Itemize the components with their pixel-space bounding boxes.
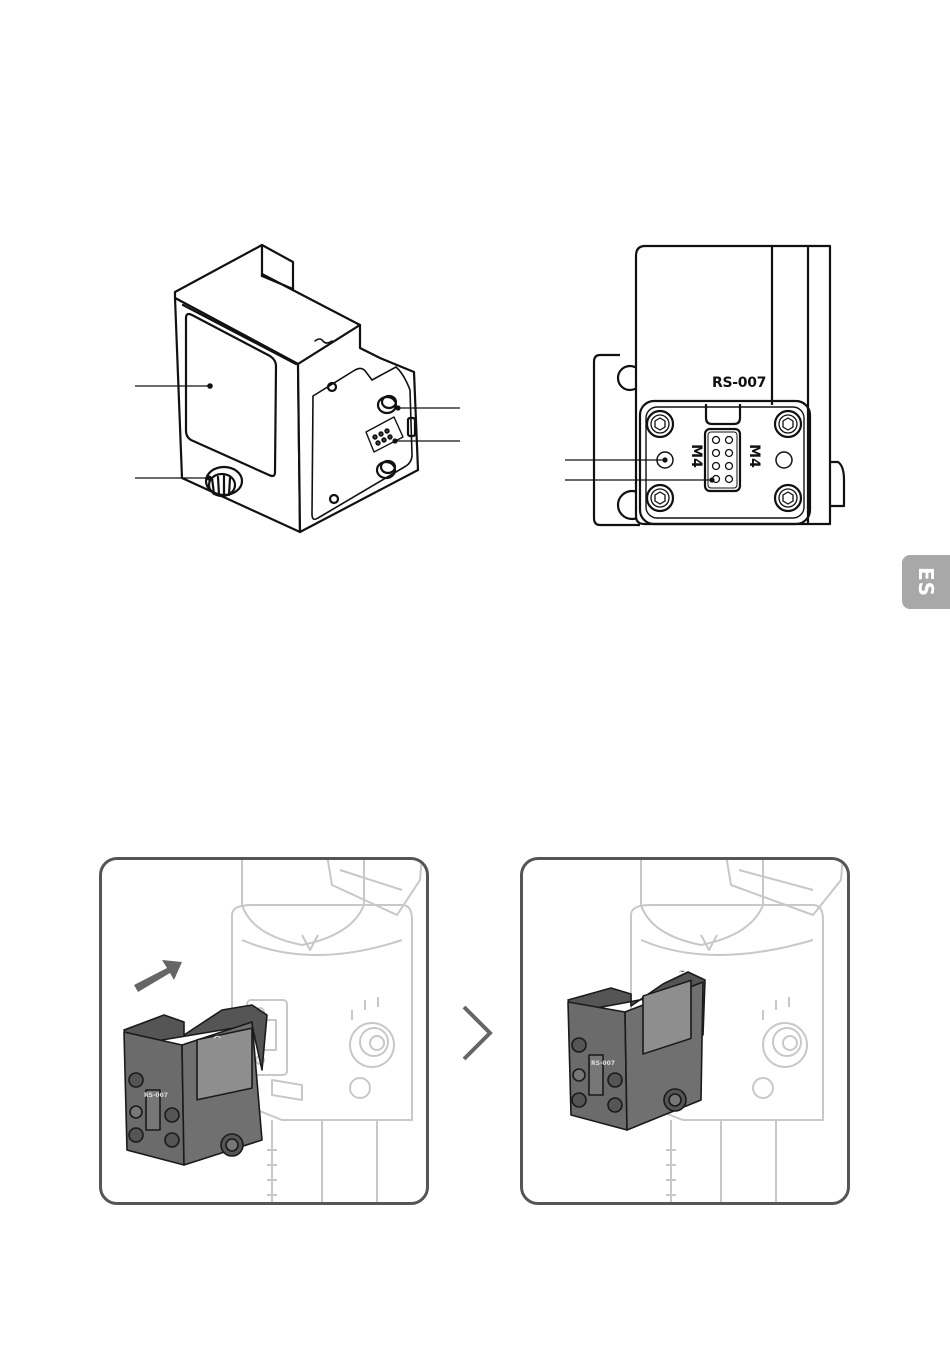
step-panel-attached: RS-007 — [520, 857, 850, 1205]
language-tab-label: ES — [914, 567, 938, 597]
m4-label-left: M4 — [688, 444, 704, 468]
model-label: RS-007 — [712, 375, 766, 391]
module-model-small-2: RS-007 — [591, 1060, 615, 1067]
push-arrow-icon — [134, 960, 182, 992]
language-tab[interactable]: ES — [902, 555, 950, 609]
gimbal-illustration-2 — [523, 860, 850, 1205]
chevron-right-icon — [458, 1003, 498, 1063]
m4-label-right: M4 — [746, 444, 762, 468]
gimbal-illustration-1 — [102, 860, 429, 1205]
step-panel-attach: RS-007 — [99, 857, 429, 1205]
module-model-small-1: RS-007 — [144, 1092, 168, 1099]
